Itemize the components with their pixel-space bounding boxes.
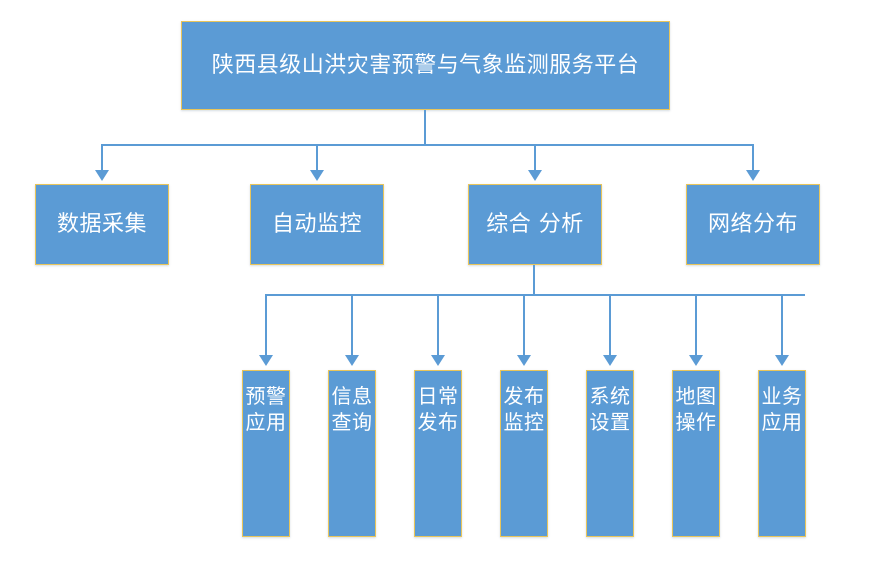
arrow-down-icon <box>431 355 445 366</box>
connector-drop-leaf-2 <box>437 294 439 357</box>
node-label: 日常发布 <box>417 384 459 435</box>
node-network-distribution[interactable]: 网络分布 <box>686 184 820 265</box>
node-label: 发布监控 <box>503 384 545 435</box>
connector-drop-leaf-6 <box>781 294 783 357</box>
arrow-down-icon <box>603 355 617 366</box>
node-map-operation[interactable]: 地图操作 <box>672 370 720 537</box>
node-platform-root[interactable]: 陕西县级山洪灾害预警与气象监测服务平台 <box>181 21 670 110</box>
node-business-application[interactable]: 业务应用 <box>758 370 806 537</box>
node-label: 业务应用 <box>761 384 803 435</box>
arrow-down-icon <box>259 355 273 366</box>
node-label: 地图操作 <box>675 384 717 435</box>
arrow-down-icon <box>746 170 760 181</box>
node-label: 综合 分析 <box>486 211 584 237</box>
connector-leaf-bus <box>265 294 805 296</box>
node-data-collection[interactable]: 数据采集 <box>35 184 169 265</box>
connector-root-stem <box>424 110 426 145</box>
connector-level2-bus <box>101 144 753 146</box>
connector-drop-leaf-4 <box>609 294 611 357</box>
node-warning-application[interactable]: 预警应用 <box>242 370 290 537</box>
arrow-down-icon <box>775 355 789 366</box>
connector-drop-l2-1 <box>316 144 318 172</box>
connector-analysis-stem <box>533 265 535 295</box>
node-label: 系统设置 <box>589 384 631 435</box>
connector-drop-l2-3 <box>752 144 754 172</box>
node-comprehensive-analysis[interactable]: 综合 分析 <box>468 184 602 265</box>
node-label: 预警应用 <box>245 384 287 435</box>
connector-drop-l2-0 <box>101 144 103 172</box>
node-label: 自动监控 <box>271 211 362 237</box>
node-system-settings[interactable]: 系统设置 <box>586 370 634 537</box>
connector-drop-leaf-1 <box>351 294 353 357</box>
arrow-down-icon <box>528 170 542 181</box>
arrow-down-icon <box>310 170 324 181</box>
node-information-query[interactable]: 信息查询 <box>328 370 376 537</box>
arrow-down-icon <box>689 355 703 366</box>
connector-drop-leaf-3 <box>523 294 525 357</box>
node-auto-monitoring[interactable]: 自动监控 <box>250 184 384 265</box>
node-label: 陕西县级山洪灾害预警与气象监测服务平台 <box>211 52 640 78</box>
node-label: 数据采集 <box>56 211 147 237</box>
arrow-down-icon <box>517 355 531 366</box>
node-release-monitoring[interactable]: 发布监控 <box>500 370 548 537</box>
connector-drop-leaf-0 <box>265 294 267 357</box>
connector-drop-leaf-5 <box>695 294 697 357</box>
node-label: 网络分布 <box>707 211 798 237</box>
arrow-down-icon <box>95 170 109 181</box>
arrow-down-icon <box>345 355 359 366</box>
node-daily-release[interactable]: 日常发布 <box>414 370 462 537</box>
node-label: 信息查询 <box>331 384 373 435</box>
connector-drop-l2-2 <box>534 144 536 172</box>
